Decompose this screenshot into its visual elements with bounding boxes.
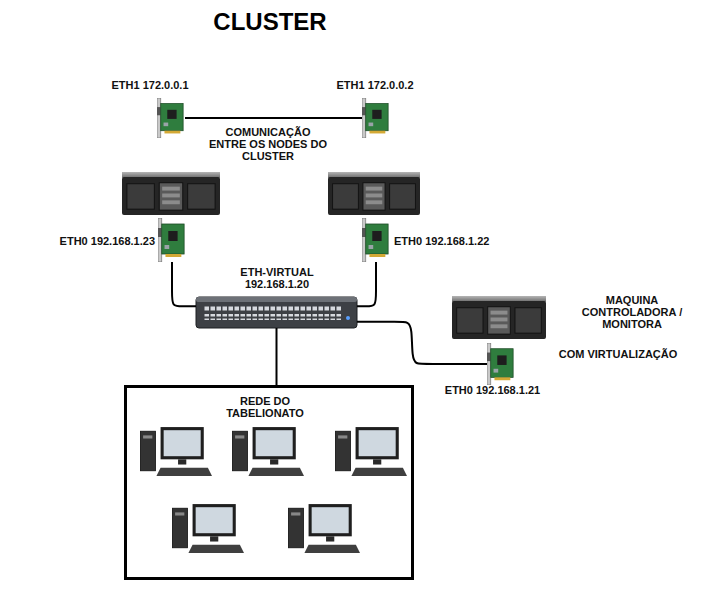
controller-server: MAQUINA CONTROLADORA / MONITORACOM VIRTU… <box>452 296 546 339</box>
network-card-image <box>362 218 388 262</box>
network-cable <box>276 328 278 385</box>
network-card-image <box>487 343 513 385</box>
network-cable <box>357 322 487 364</box>
network-card-image <box>158 218 184 262</box>
diagram-title: CLUSTER <box>170 8 370 36</box>
network-box: REDE DO TABELIONATO <box>124 385 414 580</box>
cluster-server <box>328 172 420 215</box>
controller-server <box>452 296 546 339</box>
network-cable <box>185 117 362 119</box>
node-label: ETH0 192.168.1.21 <box>430 384 555 396</box>
network-cable <box>172 262 196 306</box>
network-card: ETH1 172.0.0.1 <box>157 98 185 138</box>
workstation <box>232 427 304 476</box>
node-label: MAQUINA CONTROLADORA / MONITORA <box>578 294 686 330</box>
node-label: ETH1 172.0.0.2 <box>320 79 430 91</box>
node-label: COM VIRTUALIZAÇÃO <box>548 348 688 360</box>
switch-led <box>346 316 350 320</box>
network-card: ETH1 172.0.0.2 <box>362 98 390 138</box>
workstation <box>288 504 360 553</box>
node-label: ETH0 192.168.1.22 <box>394 235 514 247</box>
network-card: ETH0 192.168.1.22 <box>362 218 390 262</box>
cluster-server <box>122 172 220 215</box>
network-cable <box>357 262 376 306</box>
network-card-image <box>362 98 388 138</box>
node-label: ETH0 192.168.1.23 <box>38 235 155 247</box>
switch-ports <box>203 314 341 320</box>
switch-ports <box>203 305 341 311</box>
network-card: ETH0 192.168.1.23 <box>158 218 186 262</box>
workstation <box>172 504 244 553</box>
node-label: ETH1 172.0.0.1 <box>95 79 205 91</box>
network-card-image <box>157 98 183 138</box>
node-label: ETH-VIRTUAL 192.168.1.20 <box>212 266 342 290</box>
node-label: REDE DO TABELIONATO <box>220 395 310 419</box>
workstation <box>140 427 212 476</box>
network-card: ETH0 192.168.1.21 <box>487 343 515 385</box>
switch-body <box>196 297 357 328</box>
network-switch: ETH-VIRTUAL 192.168.1.20 <box>196 297 357 328</box>
connection-label: COMUNICAÇÃO ENTRE OS NODES DO CLUSTER <box>207 126 329 162</box>
workstation <box>335 427 407 476</box>
switch-top <box>196 297 357 302</box>
